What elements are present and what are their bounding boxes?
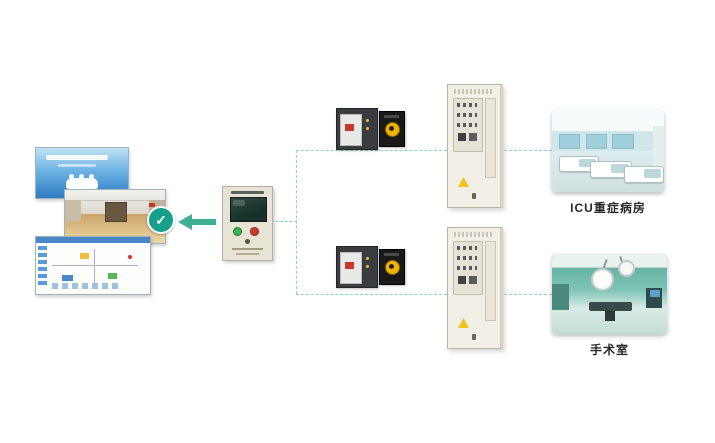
schematic-data-row bbox=[52, 283, 122, 289]
icu-window bbox=[585, 133, 607, 149]
cabinet-vent bbox=[454, 89, 492, 94]
corridor-door bbox=[105, 201, 127, 222]
transformer-core bbox=[389, 264, 394, 269]
indicator-dot bbox=[366, 119, 369, 122]
icu-column bbox=[652, 126, 664, 176]
icu-room-photo bbox=[552, 110, 664, 192]
figure-head bbox=[89, 174, 94, 179]
check-badge: ✓ bbox=[147, 206, 175, 234]
breaker-row bbox=[457, 256, 477, 260]
corridor-sign bbox=[149, 202, 155, 207]
schematic-sidebar-buttons bbox=[38, 246, 47, 288]
schematic-bus-line-v bbox=[94, 249, 95, 285]
icu-back-wall bbox=[552, 131, 664, 151]
cabinet-breaker-panel bbox=[453, 241, 483, 295]
panel-green-button bbox=[233, 227, 242, 236]
panel-lcd-screen bbox=[230, 197, 267, 222]
connector-branch-top bbox=[296, 150, 447, 151]
icu-window bbox=[612, 133, 634, 149]
connector-trunk bbox=[296, 150, 297, 294]
icu-window bbox=[558, 133, 580, 149]
check-icon: ✓ bbox=[155, 212, 167, 228]
bed-blanket bbox=[611, 163, 630, 173]
cabinet-vent bbox=[454, 232, 492, 237]
device-terminal bbox=[384, 253, 399, 256]
icu-ceiling bbox=[552, 110, 664, 133]
isolation-transformer-device bbox=[379, 111, 405, 147]
panel-red-button bbox=[250, 227, 259, 236]
schematic-alarm-dot bbox=[128, 255, 132, 259]
power-cabinet-top bbox=[447, 84, 503, 208]
power-cabinet-bottom bbox=[447, 227, 503, 349]
corridor-ceiling-line bbox=[65, 200, 165, 201]
cabinet-lock bbox=[472, 193, 476, 199]
schematic-node-yellow bbox=[80, 253, 89, 259]
bed-blanket bbox=[643, 168, 661, 179]
cabinet-cable-duct bbox=[485, 241, 496, 321]
figure-head bbox=[69, 174, 74, 179]
schematic-node-green bbox=[108, 273, 117, 279]
connector-cabinet-room-bottom bbox=[499, 294, 552, 295]
panel-title-text-bar bbox=[231, 191, 264, 194]
wall-control-panel bbox=[222, 186, 273, 261]
surgical-light bbox=[591, 268, 615, 292]
connector-panel bbox=[271, 221, 297, 222]
schematic-header-bar bbox=[36, 237, 150, 243]
surgical-light bbox=[617, 260, 635, 278]
figure-head bbox=[79, 174, 84, 179]
hospital-bed bbox=[623, 165, 664, 184]
component-block bbox=[469, 133, 477, 141]
indicator-dot bbox=[366, 127, 369, 130]
connector-branch-bottom bbox=[296, 294, 447, 295]
lcd-glare bbox=[233, 200, 245, 206]
bed-blanket bbox=[578, 158, 596, 168]
transfer-switch-handle bbox=[345, 124, 354, 131]
isolation-transformer-device bbox=[379, 249, 405, 285]
connector-cabinet-room-top bbox=[499, 150, 552, 151]
or-ceiling bbox=[552, 254, 667, 268]
monitor-screenshot-schematic bbox=[35, 236, 151, 295]
device-terminal bbox=[384, 115, 399, 118]
or-equipment-screen bbox=[649, 290, 661, 298]
arrow-left-icon bbox=[178, 214, 216, 230]
indicator-dot bbox=[366, 257, 369, 260]
operating-table-base bbox=[604, 310, 616, 322]
or-cabinet bbox=[552, 284, 570, 310]
transfer-switch-device bbox=[336, 246, 378, 288]
corridor-left-wall bbox=[65, 199, 81, 221]
cabinet-breaker-panel bbox=[453, 98, 483, 152]
warning-triangle-icon bbox=[458, 177, 469, 187]
breaker-row bbox=[457, 266, 477, 270]
operating-room-label: 手术室 bbox=[589, 343, 629, 357]
cabinet-lock bbox=[472, 334, 476, 340]
indicator-dot bbox=[366, 265, 369, 268]
operating-table bbox=[588, 302, 633, 311]
breaker-row bbox=[457, 123, 477, 127]
welcome-title-text-bar bbox=[46, 155, 108, 160]
breaker-row bbox=[457, 103, 477, 107]
component-block bbox=[469, 276, 477, 284]
transfer-switch-device bbox=[336, 108, 378, 150]
transformer-core bbox=[389, 126, 394, 131]
monitor-screenshot-corridor: ✓ bbox=[64, 189, 175, 244]
operating-room-photo bbox=[552, 254, 667, 334]
component-block bbox=[458, 276, 466, 284]
transfer-switch-handle bbox=[345, 262, 354, 269]
breaker-row bbox=[457, 113, 477, 117]
panel-text-line bbox=[232, 248, 263, 250]
cabinet-cable-duct bbox=[485, 98, 496, 178]
schematic-bus-line-h bbox=[52, 265, 138, 266]
welcome-subtitle-text-bar bbox=[58, 164, 96, 167]
icu-room-label: ICU重症病房 bbox=[570, 201, 646, 215]
schematic-node-blue bbox=[62, 275, 73, 281]
component-block bbox=[458, 133, 466, 141]
medical-staff-figures bbox=[66, 178, 98, 190]
panel-text-line bbox=[236, 253, 259, 255]
schematic-screen-clip bbox=[36, 237, 150, 294]
breaker-row bbox=[457, 246, 477, 250]
panel-keyhole bbox=[245, 239, 250, 244]
warning-triangle-icon bbox=[458, 318, 469, 328]
